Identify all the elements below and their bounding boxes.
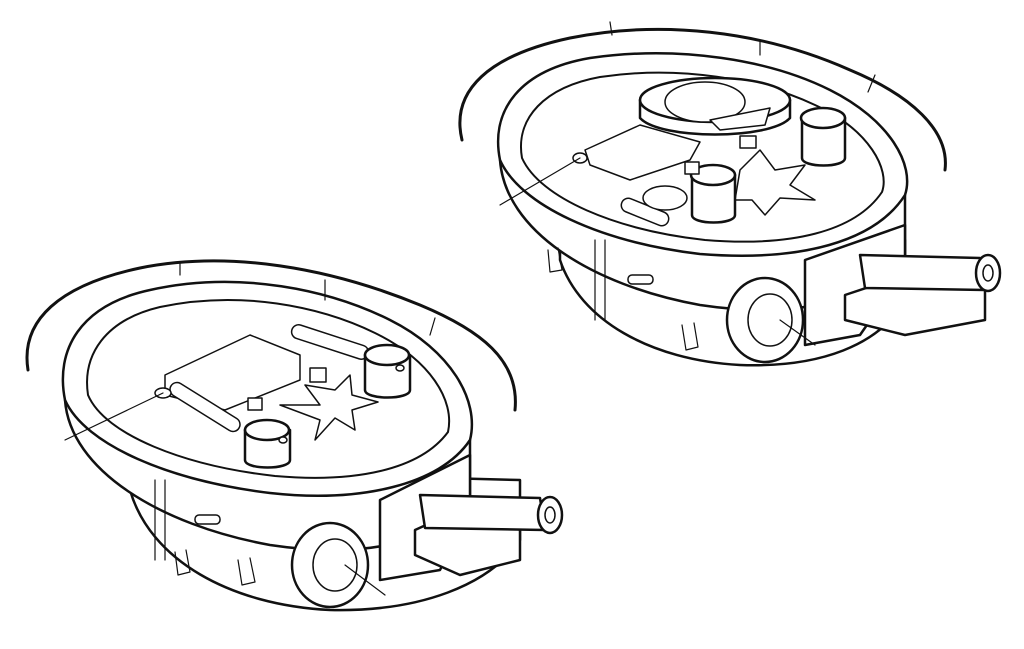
turret-left-ball-mount [290, 521, 386, 609]
turret-right [458, 21, 1002, 367]
turret-right-gun-barrel [858, 253, 1002, 293]
turret-left-vision-slot [194, 514, 221, 525]
turret-left-handrail [25, 259, 517, 412]
turret-left-star-emblem [279, 374, 379, 441]
turret-right-roof-ring [520, 71, 885, 243]
turret-left-slot-1 [169, 381, 241, 433]
turret-right-vent-cap-2 [799, 106, 847, 167]
turret-right-handrail [458, 27, 947, 172]
turret-right-ball-mount [725, 276, 816, 364]
turret-left-roof-ring [86, 299, 451, 479]
turret-left-vent-cap-1 [243, 418, 292, 469]
turret-left-box-2 [247, 397, 263, 411]
turret-right-side-seam [594, 239, 606, 321]
turret-right-cupola [638, 76, 792, 136]
turret-right-handle-2 [681, 322, 699, 351]
turret-left-handle-1 [174, 549, 191, 576]
turret-right-round-hatch [642, 185, 688, 211]
turret-right-aerial-wire [499, 21, 876, 206]
turret-right-roof [496, 52, 909, 257]
turret-right-vent-cap-1 [689, 163, 737, 224]
turret-left-aerial-wire [64, 261, 436, 441]
turret-left-vent-cap-2 [363, 343, 412, 399]
turret-left-box-1 [309, 367, 327, 383]
turret-right-vision-slot [627, 274, 654, 285]
turret-right-handle-1 [547, 247, 563, 273]
turret-right-box-2 [684, 161, 700, 175]
turret-right-box-1 [739, 135, 757, 149]
turret-left-gun-barrel [418, 493, 564, 535]
turret-right-hatch [584, 124, 701, 181]
turret-left-side-seam [154, 479, 166, 561]
turret-left [25, 259, 564, 612]
turret-left-handle-2 [237, 557, 256, 586]
turret-right-star-emblem [734, 149, 816, 216]
